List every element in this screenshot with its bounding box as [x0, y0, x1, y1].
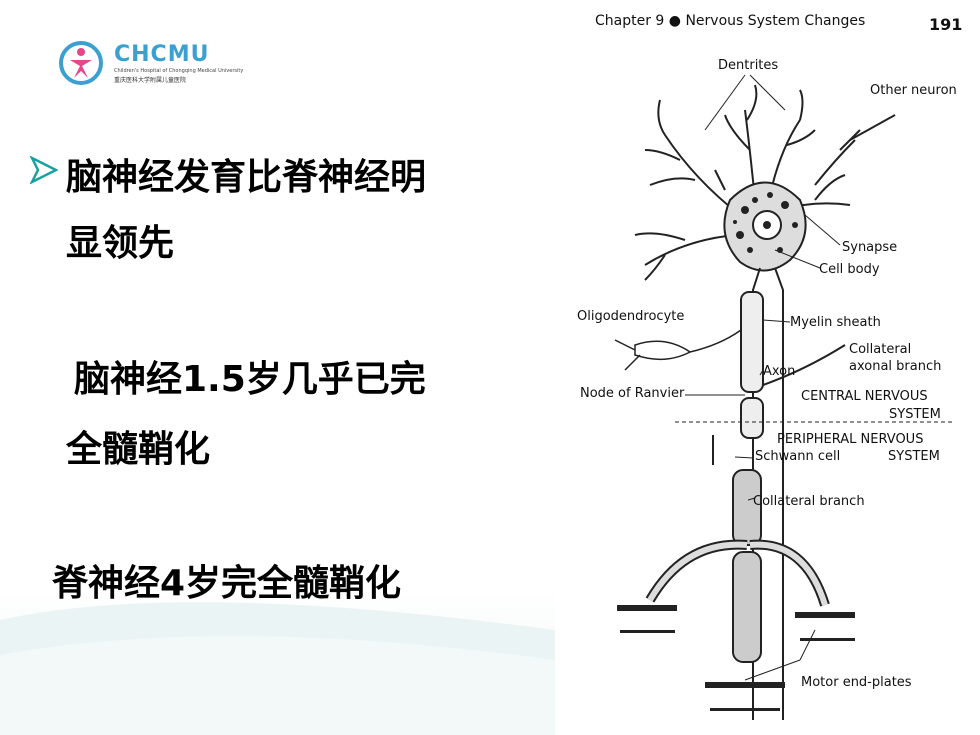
label-pns: PERIPHERAL NERVOUS	[777, 432, 924, 447]
paragraph1-line1: 脑神经1.5岁几乎已完	[74, 359, 426, 400]
label-synapse: Synapse	[842, 240, 898, 255]
hospital-logo: CHCMU Children's Hospital of Chongqing M…	[58, 40, 243, 90]
figure-header: Chapter 9 ● Nervous System Changes	[595, 13, 866, 29]
label-collateral-branch: Collateral branch	[753, 494, 865, 509]
bullet-text-line2: 显领先	[66, 223, 175, 264]
label-pns-system: SYSTEM	[888, 449, 940, 464]
label-dentrites: Dentrites	[718, 58, 779, 73]
logo-text: CHCMU	[114, 42, 210, 67]
logo-mark-icon	[59, 41, 103, 85]
label-cns: CENTRAL NERVOUS	[801, 389, 928, 404]
label-myelin-sheath: Myelin sheath	[790, 315, 881, 330]
label-collateral: Collateral	[849, 342, 912, 357]
paragraph1-line2: 全髓鞘化	[66, 429, 211, 470]
arrow-bullet-icon	[30, 156, 58, 184]
logo-subtitle-en: Children's Hospital of Chongqing Medical…	[114, 68, 244, 74]
label-node-of-ranvier: Node of Ranvier	[580, 386, 685, 401]
label-cns-system: SYSTEM	[889, 407, 941, 422]
neuron-diagram	[614, 74, 955, 720]
decorative-wave	[0, 602, 555, 735]
label-other-neuron: Other neuron	[870, 83, 957, 98]
label-axon: Axon	[763, 364, 796, 379]
label-axonal-branch: axonal branch	[849, 359, 942, 374]
label-schwann-cell: Schwann cell	[755, 449, 841, 464]
slide-text-panel: CHCMU Children's Hospital of Chongqing M…	[0, 0, 555, 735]
neuron-figure: Chapter 9 ● Nervous System Changes 191	[555, 0, 980, 735]
label-motor-end-plates: Motor end-plates	[801, 675, 912, 690]
paragraph2: 脊神经4岁完全髓鞘化	[52, 563, 402, 604]
label-cell-body: Cell body	[819, 262, 880, 277]
bullet-text-line1: 脑神经发育比脊神经明	[66, 157, 427, 198]
label-oligodendrocyte: Oligodendrocyte	[577, 309, 685, 324]
logo-subtitle-cn: 重庆医科大学附属儿童医院	[114, 77, 187, 84]
figure-page-number: 191	[929, 15, 963, 34]
